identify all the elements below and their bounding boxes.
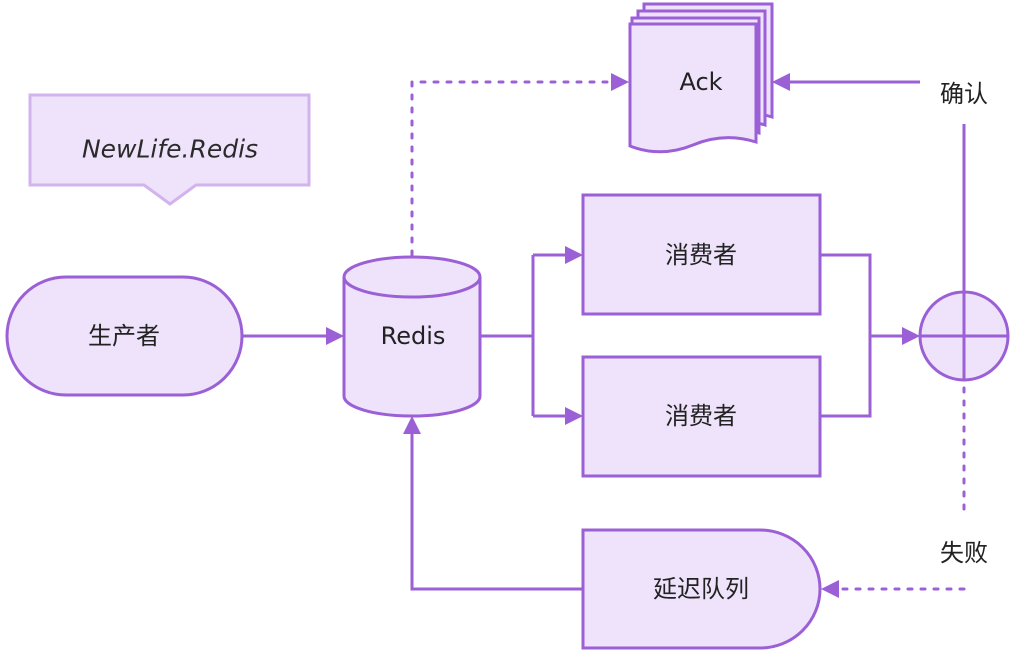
edge-label-fail: 失败 xyxy=(940,539,988,567)
node-consumer-1-label: 消费者 xyxy=(665,241,737,269)
node-merge-junction xyxy=(918,290,1010,382)
node-consumer-2: 消费者 xyxy=(581,355,822,478)
node-ack: Ack xyxy=(628,2,774,154)
note-text: NewLife.Redis xyxy=(82,135,258,164)
edge-redis-to-ack-dashed xyxy=(410,73,629,257)
edge-junction-to-delay-queue-dashed xyxy=(821,386,966,598)
edge-consumers-to-junction xyxy=(820,253,920,418)
edge-delay-queue-to-redis xyxy=(403,416,583,591)
edge-junction-to-ack xyxy=(772,73,966,295)
edge-redis-to-consumers xyxy=(480,246,583,425)
node-redis: Redis xyxy=(342,255,482,418)
node-producer-label: 生产者 xyxy=(88,322,160,350)
node-delay-queue: 延迟队列 xyxy=(581,528,822,650)
node-consumer-2-label: 消费者 xyxy=(665,402,737,430)
edge-label-confirm: 确认 xyxy=(940,80,988,108)
edge-producer-to-redis xyxy=(242,327,344,345)
node-producer: 生产者 xyxy=(5,275,244,397)
node-redis-label: Redis xyxy=(381,322,446,350)
node-ack-label: Ack xyxy=(679,68,722,96)
note-callout: NewLife.Redis xyxy=(28,93,311,206)
node-consumer-1: 消费者 xyxy=(581,193,822,316)
node-delay-queue-label: 延迟队列 xyxy=(653,575,749,603)
